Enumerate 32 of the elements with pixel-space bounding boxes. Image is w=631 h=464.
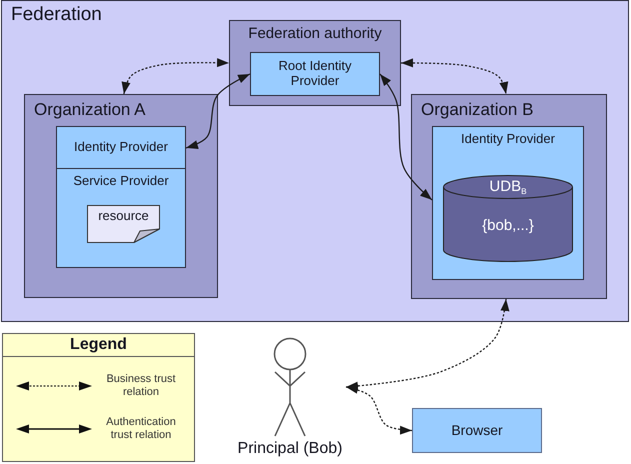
- note-label: resource: [98, 209, 149, 224]
- provider-box: [56, 126, 186, 169]
- organization-box: [411, 94, 607, 299]
- dotted-arrow: [346, 384, 412, 435]
- legend-text: Authentication trust relation: [105, 416, 177, 442]
- legend-title: Legend: [70, 336, 127, 354]
- box-title: Identity Provider: [461, 132, 555, 147]
- box-label: Browser: [451, 422, 503, 439]
- organization-box: [24, 94, 218, 298]
- document-note: [87, 205, 160, 243]
- provider-box: [250, 52, 380, 96]
- database-label: UDB$_{B}$: [489, 178, 527, 196]
- provider-box: [432, 126, 584, 280]
- federation-panel: [1, 0, 629, 322]
- provider-box: [56, 168, 186, 268]
- arrow: [380, 74, 432, 200]
- person-label: Principal (Bob): [238, 440, 342, 458]
- box-title: Federation authority: [248, 25, 382, 42]
- database-cylinder: [443, 175, 573, 262]
- box-label: Identity Provider: [74, 140, 168, 155]
- panel-title: Federation: [11, 4, 102, 26]
- authority-box: [229, 20, 401, 106]
- box-title: Organization B: [421, 100, 534, 120]
- database-label: {bob,...}: [482, 217, 534, 234]
- arrow: [186, 73, 250, 149]
- dotted-arrow: [401, 58, 508, 94]
- legend-text: Business trust relation: [105, 373, 177, 400]
- box-label: Root Identity Provider: [278, 59, 352, 89]
- browser-box: [412, 408, 542, 453]
- box-title: Organization A: [34, 100, 146, 120]
- box-title: Service Provider: [73, 174, 169, 189]
- dotted-arrow: [122, 58, 230, 94]
